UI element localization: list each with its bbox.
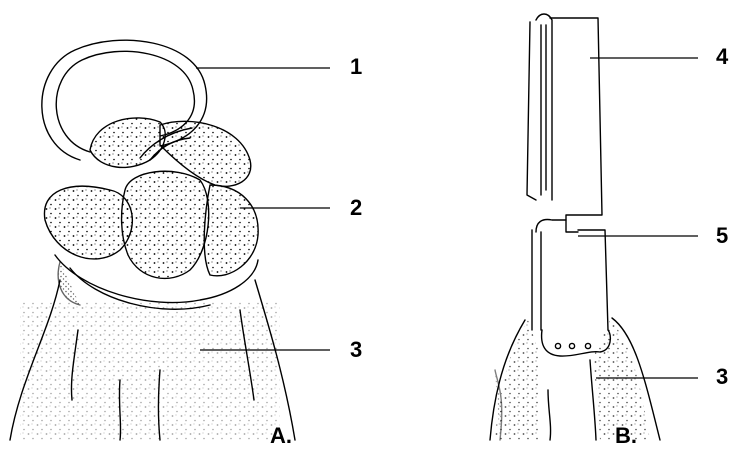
panel-label-a: A. [270,425,292,447]
callout-number-3-panel-b: 3 [716,366,728,388]
clip-lower-part [532,220,610,357]
callout-number-3-panel-a: 3 [350,339,362,361]
callout-number-4: 4 [716,46,728,68]
clip-upper-part [527,14,602,232]
tube-part [10,280,295,440]
panel-a-drawing [10,40,295,440]
knot-part [44,118,258,309]
callout-number-5: 5 [716,225,728,247]
callout-number-2: 2 [350,197,362,219]
tube-part-b [490,318,660,440]
panel-b-drawing [490,14,660,440]
panel-b-leader-lines [578,58,698,378]
callout-number-1: 1 [350,56,362,78]
panel-label-b: B. [615,425,637,447]
